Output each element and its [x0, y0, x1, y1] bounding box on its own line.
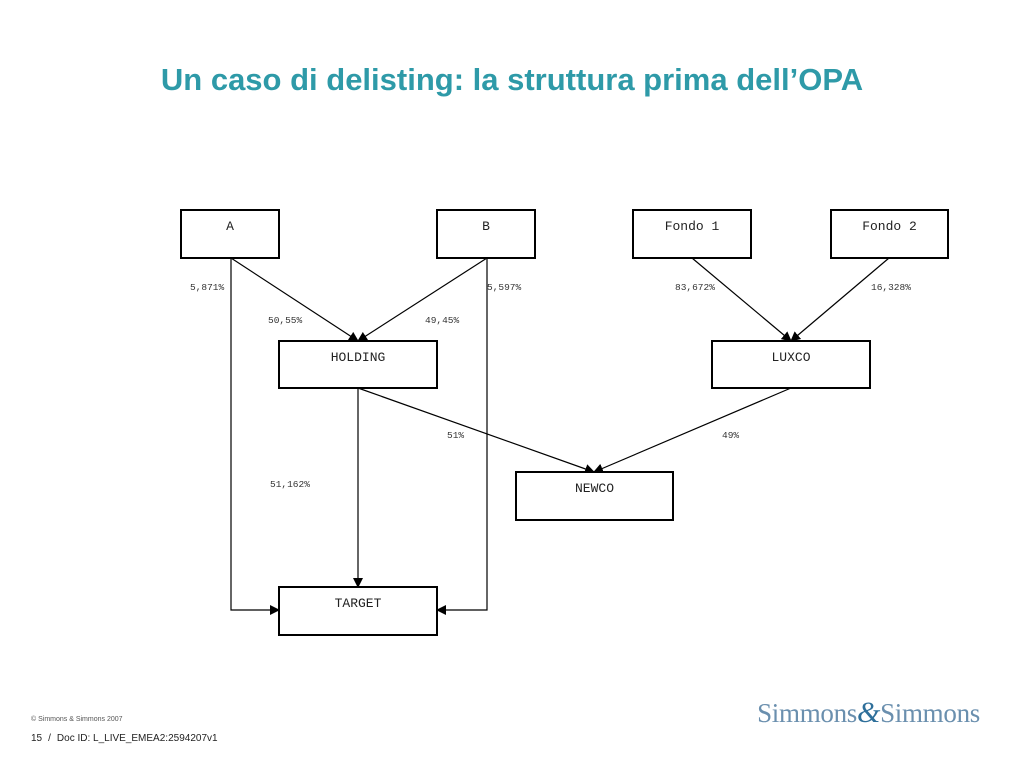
node-fondo-2: Fondo 2	[830, 209, 949, 259]
node-holding: HOLDING	[278, 340, 438, 389]
logo-ampersand: &	[857, 696, 881, 729]
node-box-target	[278, 586, 438, 636]
edge-label-a-to-target: 5,871%	[190, 282, 225, 293]
node-label-a: A	[226, 219, 234, 234]
edge-label-holding-to-newco: 51%	[447, 430, 464, 441]
node-label-fondo-1: Fondo 1	[665, 219, 720, 234]
node-fondo-1: Fondo 1	[632, 209, 752, 259]
node-box-fondo-2	[830, 209, 949, 259]
edge-fondo2-to-luxco	[790, 257, 890, 342]
edge-holding-to-newco	[357, 387, 595, 474]
node-label-target: TARGET	[335, 596, 382, 611]
node-box-holding	[278, 340, 438, 389]
edges-layer	[230, 257, 890, 615]
page-number: 15	[31, 733, 43, 744]
node-label-b: B	[482, 219, 490, 234]
node-label-fondo-2: Fondo 2	[862, 219, 917, 234]
edge-a-to-target	[230, 258, 280, 615]
node-target: TARGET	[278, 586, 438, 636]
doc-id: Doc ID: L_LIVE_EMEA2:2594207v1	[56, 733, 218, 744]
node-box-a	[180, 209, 280, 259]
edge-label-holding-to-target: 51,162%	[270, 479, 310, 490]
logo-part2: Simmons	[880, 698, 980, 728]
node-b: B	[436, 209, 536, 259]
edge-labels-layer: 50,55% 49,45% 5,871% 5,597% 83,672% 16,328% 51…	[190, 282, 911, 490]
edge-label-b-to-target: 5,597%	[487, 282, 522, 293]
node-newco: NEWCO	[515, 471, 674, 521]
footer-separator: /	[48, 733, 51, 744]
edge-label-fondo2-to-luxco: 16,328%	[871, 282, 911, 293]
node-box-fondo-1	[632, 209, 752, 259]
edge-b-to-target	[436, 258, 488, 615]
node-a: A	[180, 209, 280, 259]
edge-label-fondo1-to-luxco: 83,672%	[675, 282, 715, 293]
edge-luxco-to-newco	[593, 387, 792, 474]
edge-b-to-holding	[357, 257, 488, 342]
node-box-luxco	[711, 340, 871, 389]
edge-label-luxco-to-newco: 49%	[722, 430, 739, 441]
node-label-newco: NEWCO	[575, 481, 614, 496]
node-box-b	[436, 209, 536, 259]
edge-label-a-to-holding: 50,55%	[268, 315, 303, 326]
node-box-newco	[515, 471, 674, 521]
edge-fondo1-to-luxco	[691, 257, 792, 342]
node-label-luxco: LUXCO	[771, 350, 810, 365]
simmons-logo: Simmons&Simmons	[757, 696, 980, 730]
nodes-layer: A B Fondo 1 Fondo 2 HOLDING LUXCO NEWCO TARGET	[180, 209, 949, 636]
node-label-holding: HOLDING	[331, 350, 386, 365]
footer: 15 / Doc ID: L_LIVE_EMEA2:2594207v1	[31, 733, 218, 744]
copyright-notice: © Simmons & Simmons 2007	[31, 716, 123, 723]
logo-part1: Simmons	[757, 698, 858, 728]
node-luxco: LUXCO	[711, 340, 871, 389]
edge-label-b-to-holding: 49,45%	[425, 315, 460, 326]
edge-a-to-holding	[230, 257, 359, 342]
slide-title: Un caso di delisting: la struttura prima…	[160, 62, 864, 97]
